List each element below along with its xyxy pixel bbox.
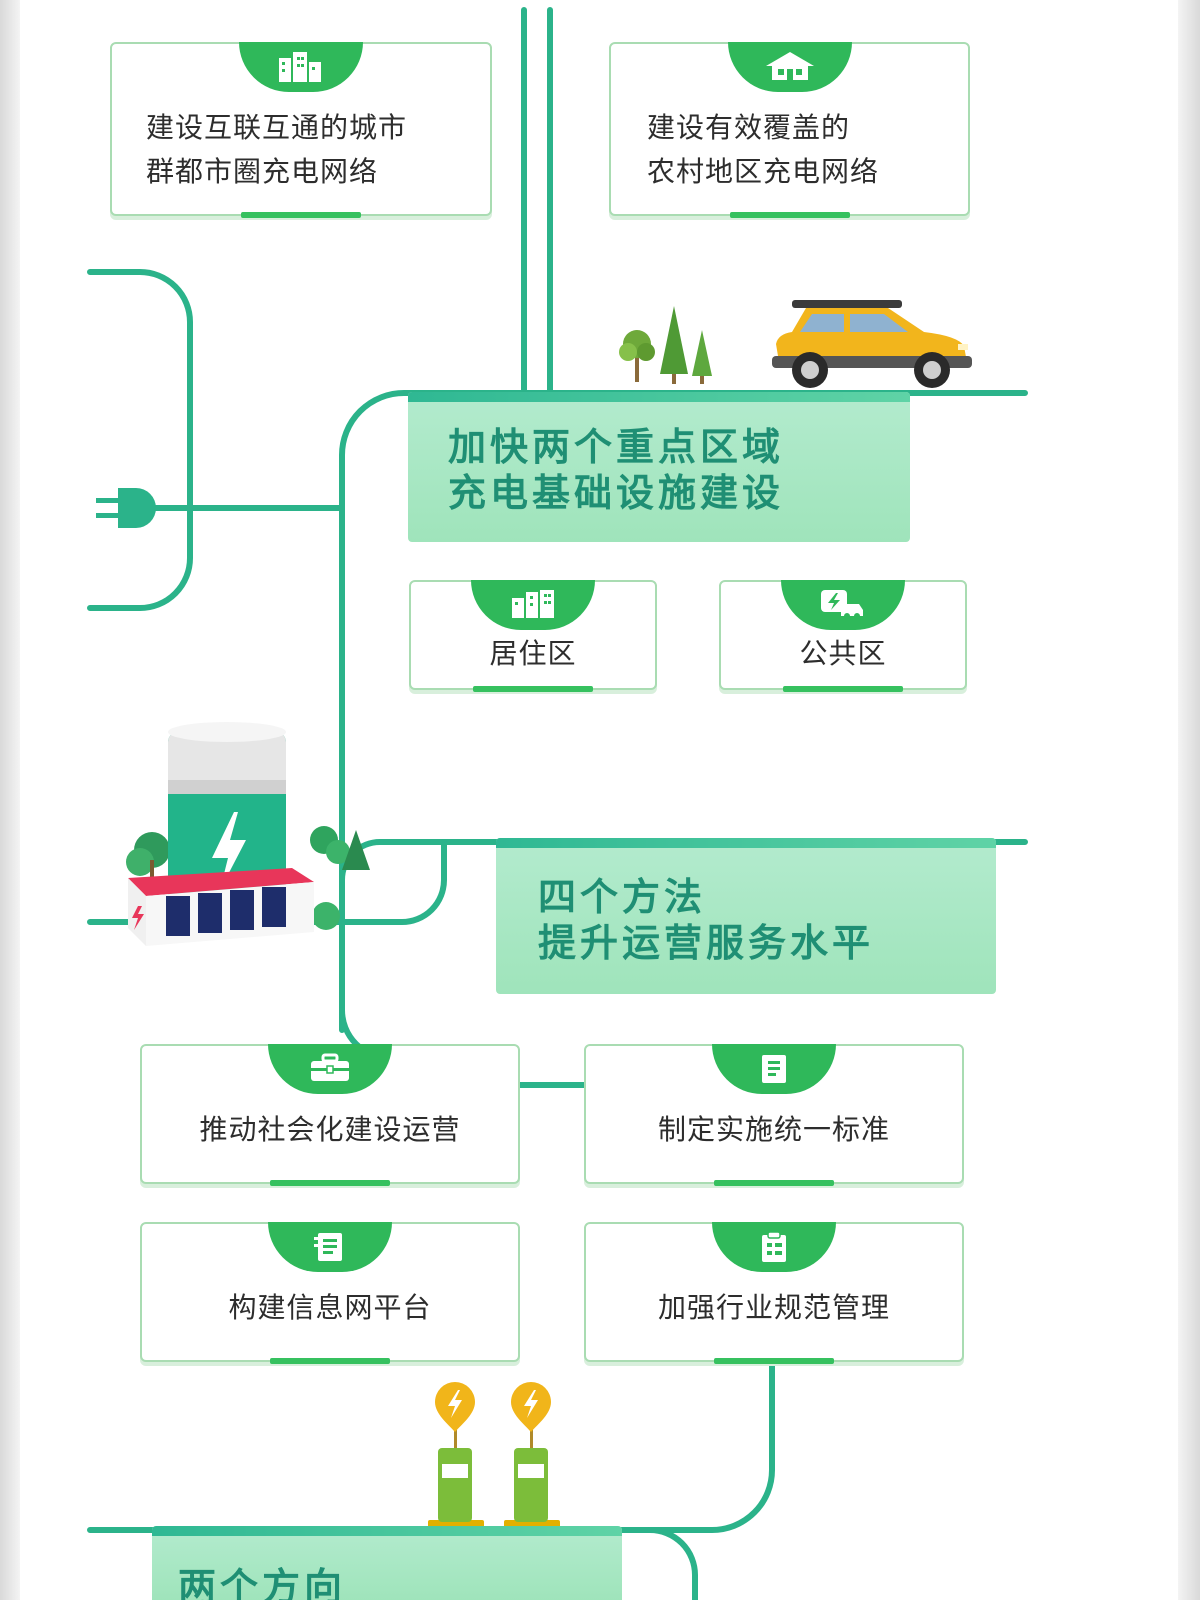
banner-strip <box>496 838 996 848</box>
card-tab <box>471 580 595 630</box>
banner-strip <box>152 1526 622 1536</box>
card-unified-standard: 制定实施统一标准 <box>584 1044 964 1186</box>
card-label: 公共区 <box>799 637 887 670</box>
card-socialized-ops: 推动社会化建设运营 <box>140 1044 520 1186</box>
notebook-icon <box>314 1233 342 1261</box>
page-edge-right <box>1178 0 1200 1600</box>
banner-line-2: 提升运营服务水平 <box>538 921 875 965</box>
card-label: 制定实施统一标准 <box>657 1113 890 1146</box>
card-line-2: 群都市圈充电网络 <box>146 155 379 188</box>
card-text: 建设互联互通的城市 群都市圈充电网络 <box>146 106 490 194</box>
card-bottom-bar <box>270 1358 390 1364</box>
card-bottom-bar <box>783 686 903 692</box>
trees-icon <box>619 306 712 384</box>
card-line-1: 建设互联互通的城市 <box>146 111 408 144</box>
card-info-platform: 构建信息网平台 <box>140 1222 520 1364</box>
card-label: 推动社会化建设运营 <box>199 1113 461 1146</box>
card-tab <box>268 1044 392 1094</box>
banner-line-1: 加快两个重点区域 <box>448 425 785 469</box>
charging-station-icon <box>428 1382 560 1528</box>
banner-strip <box>408 392 910 402</box>
document-icon <box>762 1055 786 1083</box>
card-tab <box>727 42 852 92</box>
plug-icon <box>96 488 166 528</box>
card-public-area: 公共区 <box>719 580 967 692</box>
banner-text: 两个方向 <box>178 1564 346 1600</box>
banner-text: 四个方法 提升运营服务水平 <box>538 874 874 966</box>
card-line-2: 农村地区充电网络 <box>647 155 880 188</box>
banner-line-1: 四个方法 <box>538 875 707 919</box>
banner-four-methods: 四个方法 提升运营服务水平 <box>496 838 996 994</box>
card-bottom-bar <box>714 1180 834 1186</box>
card-tab <box>781 580 905 630</box>
card-tab <box>712 1044 836 1094</box>
card-residential: 居住区 <box>409 580 657 692</box>
yellow-car-icon <box>772 300 972 388</box>
card-label: 居住区 <box>489 637 577 670</box>
battery-icon <box>126 722 370 946</box>
card-line-1: 建设有效覆盖的 <box>647 111 851 144</box>
house-icon <box>765 52 814 80</box>
charging-car-icon <box>821 590 863 619</box>
card-tab <box>239 42 363 92</box>
banner-two-directions: 两个方向 <box>152 1526 622 1600</box>
card-bottom-bar <box>473 686 593 692</box>
card-rural-network: 建设有效覆盖的 农村地区充电网络 <box>609 42 970 218</box>
banner-line-1: 两个方向 <box>178 1565 347 1600</box>
card-text: 建设有效覆盖的 农村地区充电网络 <box>647 106 968 194</box>
buildings-icon <box>279 52 321 82</box>
page-edge-left <box>0 0 20 1600</box>
clipboard-icon <box>762 1231 786 1262</box>
banner-text: 加快两个重点区域 充电基础设施建设 <box>448 424 784 516</box>
apartment-icon <box>512 590 554 618</box>
card-label: 构建信息网平台 <box>228 1291 432 1324</box>
toolbox-icon <box>311 1053 349 1081</box>
card-bottom-bar <box>241 212 361 218</box>
banner-two-regions: 加快两个重点区域 充电基础设施建设 <box>408 392 910 542</box>
card-tab <box>268 1222 392 1272</box>
card-bottom-bar <box>270 1180 390 1186</box>
card-bottom-bar <box>729 212 850 218</box>
card-industry-mgmt: 加强行业规范管理 <box>584 1222 964 1364</box>
banner-line-2: 充电基础设施建设 <box>448 471 785 515</box>
card-tab <box>712 1222 836 1272</box>
card-city-network: 建设互联互通的城市 群都市圈充电网络 <box>110 42 492 218</box>
card-label: 加强行业规范管理 <box>657 1291 890 1324</box>
card-bottom-bar <box>714 1358 834 1364</box>
